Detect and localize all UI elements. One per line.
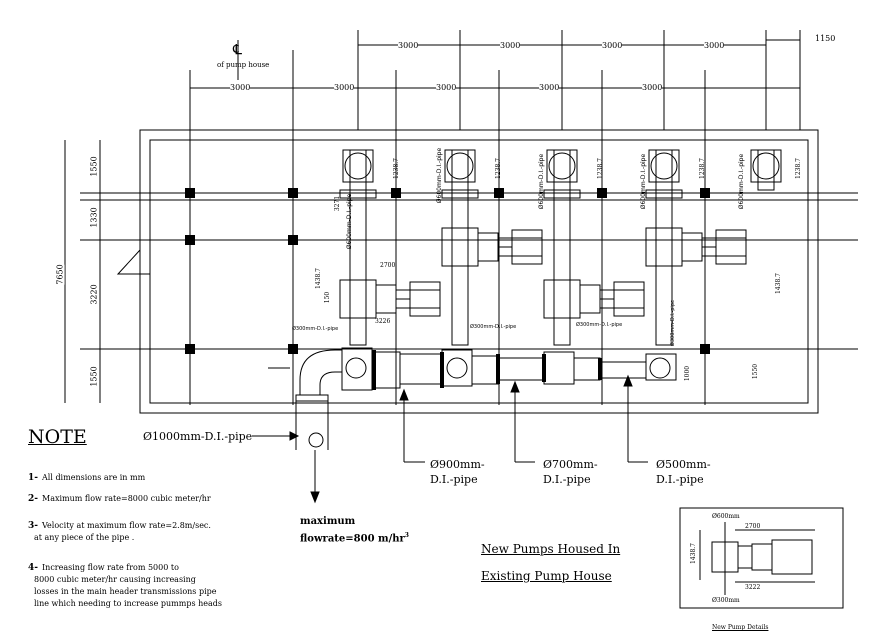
header-500-label-a: Ø500mm-	[656, 458, 711, 471]
pump-house-wall-inner	[149, 139, 809, 404]
note-item-text: Maximum flow rate=8000 cubic meter/hr	[42, 494, 211, 503]
note-item-text: Velocity at maximum flow rate=2.8m/sec.	[42, 521, 211, 530]
centerline-symbol: ℄	[233, 42, 242, 58]
dim-left-seg-3: 3220	[89, 284, 99, 305]
note-item-text: losses in the main header transmissions …	[34, 587, 217, 596]
dim-pump-side: 1438.7	[315, 268, 322, 289]
dim-left-seg-4: 1550	[89, 366, 99, 387]
lower-pipe-label-1: Ø300mm-D.I.-pipe	[292, 326, 339, 332]
note-item-number: 4-	[28, 563, 38, 573]
detail-dim-side: 1438.7	[690, 543, 697, 564]
dim-top-1: 3000	[398, 41, 419, 50]
note-item-number: 3-	[28, 521, 38, 531]
riser-label-4: Ø600mm-D.I.-pipe	[640, 153, 648, 210]
dim-pump-offset: 150	[324, 291, 332, 304]
flow-line-2: flowrate=800 m/hr3	[300, 532, 409, 544]
title-line-2: Existing Pump House	[481, 569, 612, 583]
detail-caption: New Pump Details	[712, 624, 769, 631]
header-700-label-a: Ø700mm-	[543, 458, 598, 471]
header-1000-label: Ø1000mm-D.I.-pipe	[143, 430, 253, 443]
riser-label-2: Ø600mm-D.I.-pipe	[436, 147, 444, 204]
detail-bottom-label: Ø300mm	[712, 597, 740, 604]
pump-assembly-2	[441, 227, 543, 267]
note-item-text: at any piece of the pipe .	[34, 533, 135, 542]
dim-small-4: 1238.7	[699, 158, 706, 179]
riser-label-5: Ø600mm-D.I.-pipe	[738, 153, 746, 210]
detail-dim-width: 2700	[745, 523, 761, 530]
dim-top-3: 3000	[602, 41, 623, 50]
wall-break-symbol	[116, 249, 150, 275]
lower-pipe-label-2: Ø300mm-D.I.-pipe	[470, 324, 517, 330]
note-item-text: 8000 cubic meter/hr causing increasing	[34, 575, 196, 584]
pump-house-wall-outer	[139, 129, 819, 414]
centerline-caption: of pump house	[217, 61, 270, 69]
lower-pipe-label-4: Ø300mm-D.I.-pipe	[670, 299, 677, 347]
dim-left-overall: 7650	[55, 264, 65, 285]
pump-assembly-1	[339, 279, 441, 319]
flow-value: flowrate=800 m/hr	[300, 533, 405, 545]
lower-pipe-label-3: Ø300mm-D.I.-pipe	[576, 322, 623, 328]
riser-label-3: Ø600mm-D.I.-pipe	[538, 153, 546, 210]
dim-second-2: 3000	[334, 83, 355, 92]
riser-valves	[339, 149, 782, 199]
pump-assembly-3	[543, 279, 645, 319]
riser-label-1: Ø600mm-D.I.-pipe	[346, 193, 354, 250]
note-item-text: Increasing flow rate from 5000 to	[42, 563, 179, 572]
dim-pump-length: 3226	[375, 318, 391, 325]
flow-line-1: maximum	[300, 516, 356, 527]
main-header-pipe	[268, 347, 677, 402]
dim-second-5: 3000	[642, 83, 663, 92]
note-title: NOTE	[28, 426, 87, 448]
note-item-number: 2-	[28, 494, 38, 504]
dim-left-seg-2: 1330	[89, 207, 99, 228]
note-item-text: All dimensions are in mm	[42, 473, 146, 482]
detail-top-label: Ø600mm	[712, 513, 740, 520]
detail-dim-bottom: 3222	[745, 584, 761, 591]
header-500-label-b: D.I.-pipe	[656, 473, 704, 486]
dim-header-drop: 1000	[684, 365, 692, 382]
dim-riser-height: 3271	[334, 195, 342, 212]
dim-top-2: 3000	[500, 41, 521, 50]
dim-top-4: 3000	[704, 41, 725, 50]
dim-top-5: 1150	[815, 34, 836, 43]
dim-pump-side-b: 1438.7	[775, 273, 782, 294]
dim-pump-width: 2700	[380, 262, 396, 269]
header-900-label-b: D.I.-pipe	[430, 473, 478, 486]
flow-unit-sup: 3	[404, 532, 409, 539]
dim-small-1: 1238.7	[393, 158, 400, 179]
dim-second-3: 3000	[436, 83, 457, 92]
dim-header-right: 1550	[752, 363, 760, 380]
title-line-1: New Pumps Housed In	[481, 542, 621, 556]
dim-second-4: 3000	[539, 83, 560, 92]
note-item-number: 1-	[28, 473, 38, 483]
dim-small-2: 1238.7	[495, 158, 502, 179]
outlet-elbow	[295, 401, 329, 450]
column-markers	[185, 188, 710, 390]
pump-assembly-4	[645, 227, 747, 267]
pump-detail-box	[679, 507, 844, 609]
flow-arrows	[252, 374, 648, 504]
dim-small-3: 1238.7	[597, 158, 604, 179]
dim-left-seg-1: 1550	[89, 156, 99, 177]
header-900-label-a: Ø900mm-	[430, 458, 485, 471]
note-item-text: line which needing to increase pummps he…	[34, 599, 222, 608]
header-700-label-b: D.I.-pipe	[543, 473, 591, 486]
dim-second-1: 3000	[230, 83, 251, 92]
dim-small-5: 1238.7	[795, 158, 802, 179]
